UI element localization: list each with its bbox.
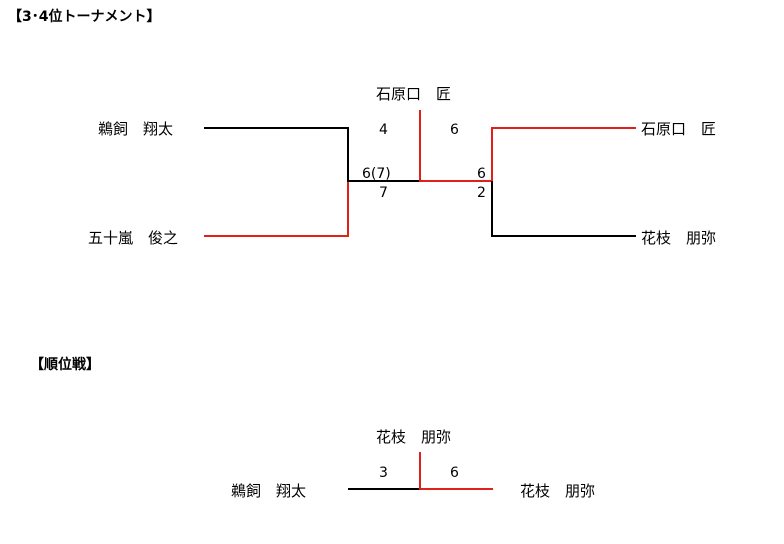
right-bottom-vertical-line [491,181,493,237]
right-bottom-player-name: 花枝 朋弥 [641,229,717,247]
semi-right-top-score: 6 [477,166,486,182]
left-top-vertical-line [347,127,349,181]
ranking-right-line [420,488,493,490]
ranking-left-line [348,488,420,490]
semi-right-bottom-score: 2 [477,185,486,201]
left-bottom-vertical-line [347,181,349,237]
ranking-left-player-name: 鵜飼 翔太 [231,482,307,500]
left-bottom-player-name: 五十嵐 俊之 [88,229,179,247]
left-top-player-line [204,127,348,129]
right-top-player-name: 石原口 匠 [641,120,717,138]
semi-left-bottom-score: 7 [379,185,388,201]
right-top-player-line [491,127,636,129]
left-top-player-name: 鵜飼 翔太 [98,120,174,138]
ranking-heading: 【順位戦】 [30,357,100,373]
champion-vertical-line [419,110,421,182]
left-semi-output-line [347,180,420,182]
third-place-heading: 【3･4位トーナメント】 [8,9,161,25]
ranking-left-score: 3 [379,465,388,481]
final-left-score: 4 [379,122,388,138]
ranking-right-score: 6 [450,465,459,481]
ranking-right-player-name: 花枝 朋弥 [520,482,596,500]
final-right-score: 6 [450,122,459,138]
right-top-vertical-line [491,127,493,182]
right-semi-output-line [420,180,493,182]
ranking-winner-vertical-line [419,452,421,490]
left-bottom-player-line [204,235,349,237]
right-bottom-player-line [491,235,636,237]
semi-left-top-score: 6(7) [362,166,391,182]
third-place-champion-name: 石原口 匠 [376,85,452,103]
ranking-winner-name: 花枝 朋弥 [376,428,452,446]
